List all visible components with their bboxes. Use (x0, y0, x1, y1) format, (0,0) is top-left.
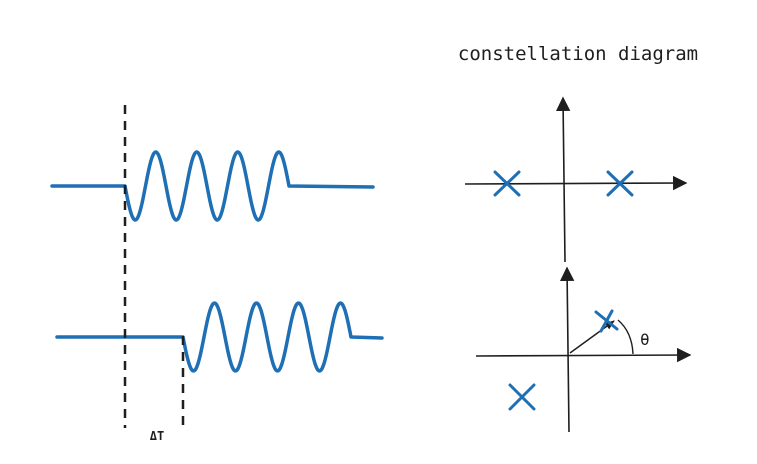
constellation-point (493, 170, 521, 197)
bottom-constellation-x-axis (475, 347, 692, 363)
diagram-title: constellation diagram (458, 43, 698, 65)
phase-angle-label: θ (640, 330, 650, 349)
reference-waveform (50, 150, 375, 222)
bottom-constellation-y-axis (559, 266, 575, 433)
top-constellation-x-axis (464, 175, 688, 191)
constellation-point (508, 383, 536, 411)
delay-label: ΔT (150, 429, 164, 443)
delayed-waveform (55, 301, 384, 373)
phase-angle-arc (617, 319, 634, 355)
top-constellation-y-axis (555, 96, 571, 263)
constellation-point (594, 309, 619, 333)
phase-vector-arrow (569, 320, 615, 354)
constellation-point (606, 170, 634, 197)
